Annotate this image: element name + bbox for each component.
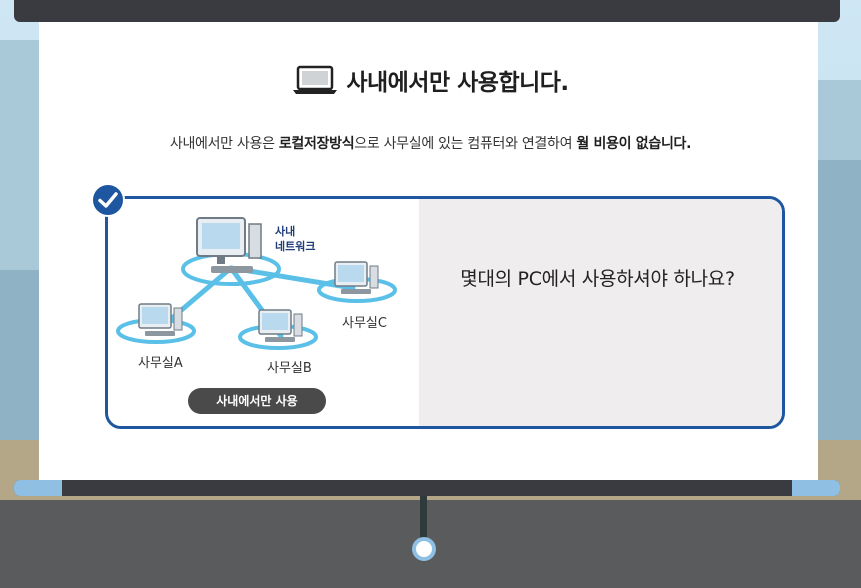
subtitle-text: 으로 사무실에 있는 컴퓨터와 연결하여	[354, 136, 577, 152]
question-text: 몇대의 PC에서 사용하셔야 하나요?	[460, 268, 735, 290]
office-c-computer-icon	[334, 261, 379, 294]
screen-pull-cord[interactable]	[420, 496, 427, 542]
bar-cap-left	[14, 480, 62, 496]
screen-bottom-bar	[14, 480, 840, 496]
office-a-label: 사무실A	[138, 356, 183, 371]
page-title: 사내에서만 사용합니다.	[346, 70, 569, 96]
title-row: 사내에서만 사용합니다.	[0, 64, 861, 96]
office-a-computer-icon	[138, 303, 183, 336]
page-subtitle: 사내에서만 사용은 로컬저장방식으로 사무실에 있는 컴퓨터와 연결하여 월 비…	[0, 133, 861, 153]
network-label-line: 네트워크	[275, 240, 316, 253]
laptop-icon	[293, 65, 338, 94]
network-diagram	[116, 217, 397, 350]
screen-top-bar	[14, 0, 840, 22]
check-circle-icon[interactable]	[91, 183, 125, 217]
local-only-badge: 사내에서만 사용	[188, 388, 326, 414]
bar-cap-right	[792, 480, 840, 496]
subtitle-bold: 월 비용이 없습니다.	[576, 136, 692, 152]
question-panel	[419, 199, 782, 426]
office-b-label: 사무실B	[267, 361, 312, 376]
screen-pull-knob[interactable]	[412, 537, 436, 561]
network-label-line: 사내	[275, 225, 296, 238]
subtitle-bold: 로컬저장방식	[278, 136, 355, 152]
server-computer-icon	[196, 217, 262, 273]
office-c-label: 사무실C	[342, 316, 387, 331]
background-building	[818, 160, 861, 440]
office-b-computer-icon	[258, 309, 303, 342]
background-building	[0, 270, 39, 440]
network-label: 사내 네트워크	[275, 224, 315, 254]
subtitle-text: 사내에서만 사용은	[169, 136, 279, 152]
